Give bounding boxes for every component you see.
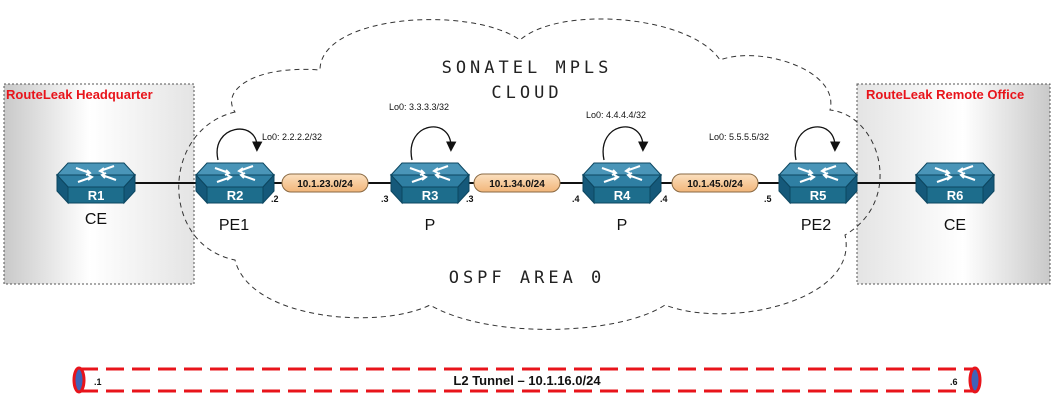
role-r4: P [617,217,628,234]
ospf-area-label: OSPF AREA 0 [449,268,606,288]
ip-r3-right-link: .3 [466,194,474,204]
ip-r4-left-link: .4 [572,194,580,204]
subnet-label: 10.1.45.0/24 [687,179,743,190]
role-r3: P [425,217,436,234]
cloud-title-line2: CLOUD [491,83,562,103]
loopback-arrow-r5 [794,126,841,161]
router-name-r3: R3 [422,188,439,203]
ip-r5-left-link: .5 [764,194,772,204]
l2-tunnel [72,366,982,394]
subnet-pill-r3-r4: 10.1.34.0/24 [473,173,561,193]
tunnel-right-ip: .6 [950,377,958,387]
remote-site-title: RouteLeak Remote Office [866,87,1024,102]
loopback-arrow-r3 [410,126,457,161]
loopback-arrow-r4 [602,126,649,161]
tunnel-left-ip: .1 [94,377,102,387]
loopback-label-r2: Lo0: 2.2.2.2/32 [262,132,322,142]
subnet-label: 10.1.34.0/24 [489,179,545,190]
loopback-arrow-r2 [216,128,263,161]
router-name-r2: R2 [227,188,244,203]
subnet-pill-r2-r3: 10.1.23.0/24 [281,173,369,193]
tunnel-left-cap [72,366,86,394]
router-r5[interactable]: R5 [778,162,858,204]
router-r1[interactable]: R1 [56,162,136,204]
router-r2[interactable]: R2 [195,162,275,204]
role-r5: PE2 [801,217,831,234]
router-name-r1: R1 [88,188,105,203]
router-name-r6: R6 [947,188,964,203]
role-r1: CE [85,211,107,228]
ip-r4-right-link: .4 [660,194,668,204]
loopback-label-r5: Lo0: 5.5.5.5/32 [709,132,769,142]
role-r2: PE1 [219,217,249,234]
tunnel-label: L2 Tunnel – 10.1.16.0/24 [453,373,601,388]
router-name-r5: R5 [810,188,827,203]
loopback-label-r4: Lo0: 4.4.4.4/32 [586,110,646,120]
tunnel-right-cap [968,366,982,394]
role-r6: CE [944,217,966,234]
ip-r3-left-link: .3 [381,194,389,204]
subnet-pill-r4-r5: 10.1.45.0/24 [671,173,759,193]
router-r4[interactable]: R4 [582,162,662,204]
subnet-label: 10.1.23.0/24 [297,179,353,190]
ip-r2-left-link: .2 [271,194,279,204]
router-name-r4: R4 [614,188,631,203]
router-r6[interactable]: R6 [915,162,995,204]
mpls-cloud [178,18,881,330]
router-r3[interactable]: R3 [390,162,470,204]
loopback-label-r3: Lo0: 3.3.3.3/32 [389,102,449,112]
cloud-title-line1: SONATEL MPLS [442,58,613,78]
headquarter-site-title: RouteLeak Headquarter [6,87,153,102]
